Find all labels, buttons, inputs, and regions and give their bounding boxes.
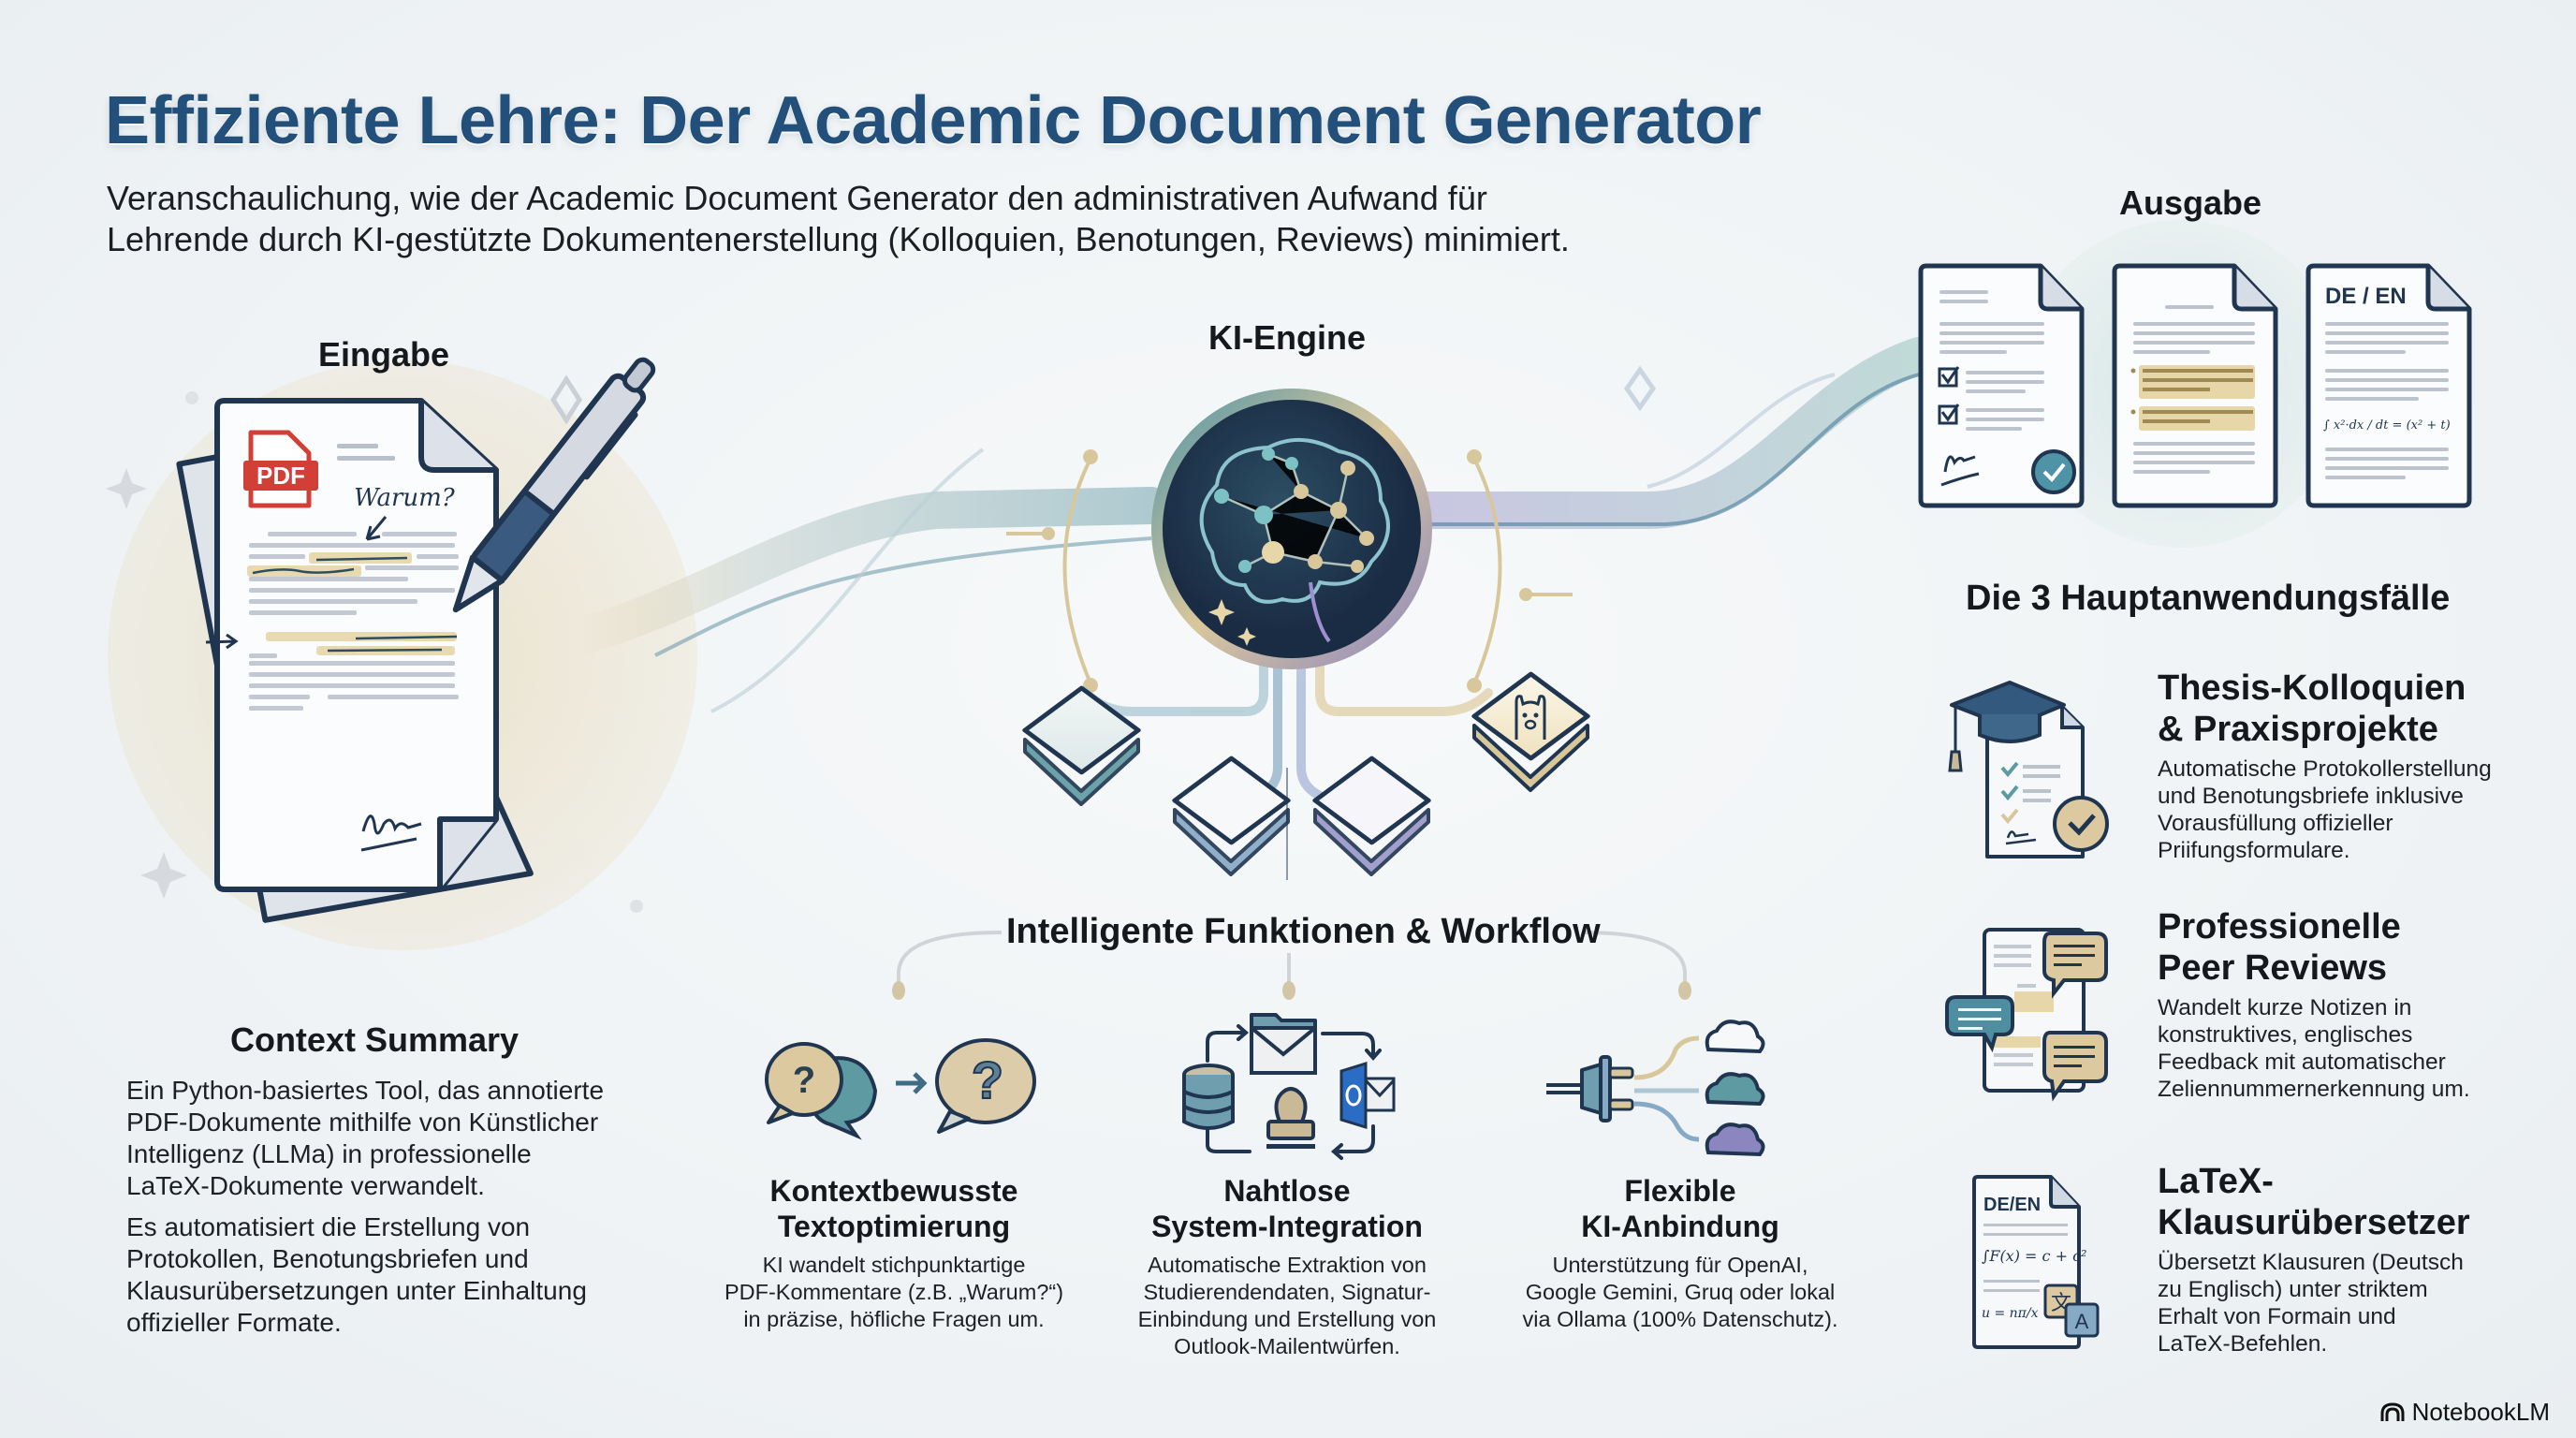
- model-provider-diamonds: [1022, 671, 1590, 876]
- text-line: Intelligenz (LLMa) in professionelle: [126, 1139, 532, 1168]
- use-case-title: LaTeX-Klausurübersetzer: [2158, 1162, 2470, 1242]
- use-cases-title: Die 3 Hauptanwendungsfälle: [1966, 579, 2451, 618]
- watermark-label: NotebookLM: [2411, 1398, 2550, 1426]
- text-line: Klausurübersetzungen unter Einhaltung: [126, 1276, 587, 1305]
- text-line: Es automatisiert die Erstellung von: [126, 1212, 531, 1241]
- svg-text:?: ?: [972, 1050, 1003, 1109]
- engine-stage-label: KI-Engine: [1208, 318, 1366, 357]
- system-integration-icon: [1182, 1013, 1396, 1160]
- use-case-thesis-colloquia: Thesis-Kolloquien& Praxisprojekte Automa…: [2158, 668, 2560, 864]
- input-stage-label: Eingabe: [317, 335, 450, 374]
- pdf-file-icon: [243, 430, 318, 508]
- notebooklm-watermark: NotebookLM: [2380, 1398, 2550, 1427]
- translate-document-icon: DE/EN ∫F(x) = c + c² u = nπ/x 文 A: [1972, 1175, 2100, 1349]
- feature-description: Unterstützung für OpenAI,Google Gemini, …: [1522, 1253, 1838, 1331]
- peer-review-bubbles-icon: [1945, 928, 2108, 1102]
- annotated-pdf-document-icon: PDF Warum?: [176, 357, 656, 923]
- svg-text:∫ x²·dx / dt = (x² + t): ∫ x²·dx / dt = (x² + t): [2323, 418, 2451, 433]
- output-documents: DE / EN ∫ x²·dx / dt = (x² + t): [1918, 263, 2472, 508]
- text-line: PDF-Dokumente mithilfe von Künstlicher: [126, 1108, 599, 1137]
- outlook-icon: [1339, 1061, 1396, 1130]
- subtitle-line-2: Lehrende durch KI-gestützte Dokumentener…: [107, 220, 1570, 258]
- output-stage-label: Ausgabe: [2118, 183, 2262, 222]
- svg-text:∫F(x) = c + c²: ∫F(x) = c + c²: [1982, 1247, 2086, 1265]
- svg-text:Warum?: Warum?: [354, 484, 456, 512]
- translated-document-icon: DE / EN ∫ x²·dx / dt = (x² + t): [2305, 263, 2472, 508]
- text-line: LaTeX-Dokumente verwandelt.: [126, 1171, 485, 1200]
- workflow-connectors: [892, 931, 1691, 1000]
- signature-stamp-icon: [1266, 1087, 1315, 1149]
- page-title: Effiziente Lehre: Der Academic Document …: [105, 83, 1762, 158]
- subtitle-line-1: Veranschaulichung, wie der Academic Docu…: [107, 179, 1487, 217]
- graduation-checklist-icon: [1948, 681, 2109, 858]
- plug-clouds-icon: [1546, 1020, 1765, 1157]
- workflow-title: Intelligente Funktionen & Workflow: [1006, 912, 1601, 951]
- database-icon: [1182, 1064, 1235, 1130]
- use-case-latex-translator: LaTeX-Klausurübersetzer Übersetzt Klausu…: [2158, 1161, 2560, 1357]
- svg-text:A: A: [2075, 1310, 2089, 1333]
- protocol-document-icon: [1918, 263, 2085, 508]
- ai-engine-brain-icon: [1006, 389, 1590, 880]
- page-subtitle: Veranschaulichung, wie der Academic Docu…: [107, 178, 1792, 260]
- cloud-icons: [1705, 1020, 1765, 1157]
- svg-text:PDF: PDF: [256, 462, 305, 490]
- text-line: offizieller Formate.: [126, 1308, 342, 1337]
- pen-icon: [452, 357, 656, 613]
- context-summary-paragraph-1: Ein Python-basiertes Tool, das annotiert…: [126, 1075, 651, 1202]
- use-case-title: Thesis-Kolloquien& Praxisprojekte: [2158, 668, 2466, 749]
- context-summary-title: Context Summary: [229, 1020, 520, 1059]
- review-document-icon: [2112, 263, 2278, 508]
- svg-text:DE / EN: DE / EN: [2325, 284, 2407, 309]
- svg-text:?: ?: [793, 1060, 815, 1101]
- context-summary-paragraph-2: Es automatisiert die Erstellung von Prot…: [126, 1211, 651, 1339]
- text-line: Protokollen, Benotungsbriefen und: [126, 1244, 529, 1273]
- brain-outline: [1199, 438, 1390, 643]
- svg-text:u = nπ/x: u = nπ/x: [1982, 1306, 2039, 1321]
- mail-folder-icon: [1250, 1013, 1317, 1075]
- svg-text:DE/EN: DE/EN: [1983, 1195, 2041, 1215]
- text-line: Ein Python-basiertes Tool, das annotiert…: [126, 1076, 605, 1105]
- notebooklm-logo-icon: [2380, 1401, 2405, 1421]
- ollama-llama-icon: [1471, 671, 1590, 792]
- question-bubbles-icon: ? ?: [765, 1038, 1036, 1140]
